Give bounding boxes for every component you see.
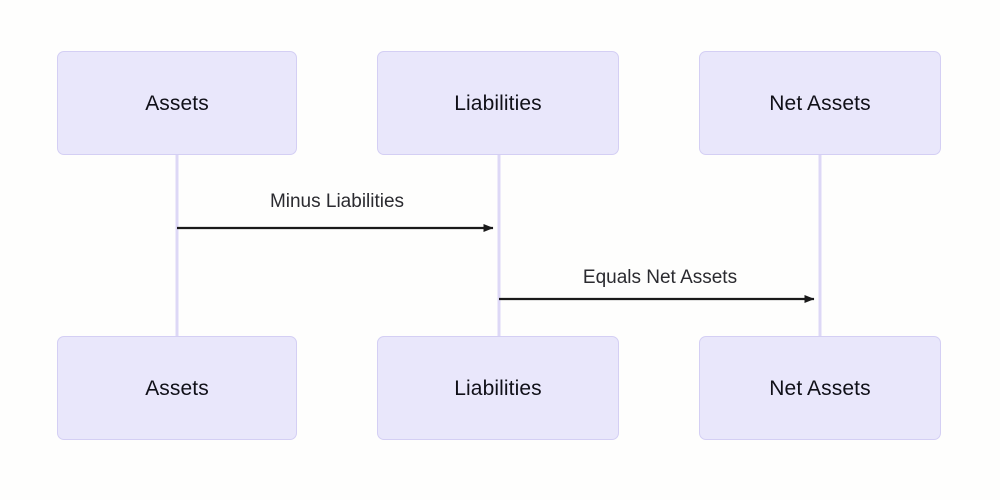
node-liabilities-top[interactable]: Liabilities bbox=[377, 51, 619, 155]
node-label: Assets bbox=[145, 376, 209, 400]
node-liabilities-bottom[interactable]: Liabilities bbox=[377, 336, 619, 440]
node-label: Liabilities bbox=[454, 91, 542, 115]
node-net-assets-bottom[interactable]: Net Assets bbox=[699, 336, 941, 440]
edge-label-minus-liabilities: Minus Liabilities bbox=[269, 191, 405, 212]
node-assets-bottom[interactable]: Assets bbox=[57, 336, 297, 440]
node-label: Liabilities bbox=[454, 376, 542, 400]
node-label: Net Assets bbox=[769, 91, 871, 115]
node-label: Assets bbox=[145, 91, 209, 115]
node-assets-top[interactable]: Assets bbox=[57, 51, 297, 155]
node-net-assets-top[interactable]: Net Assets bbox=[699, 51, 941, 155]
edge-label-equals-net-assets: Equals Net Assets bbox=[582, 267, 738, 288]
node-label: Net Assets bbox=[769, 376, 871, 400]
